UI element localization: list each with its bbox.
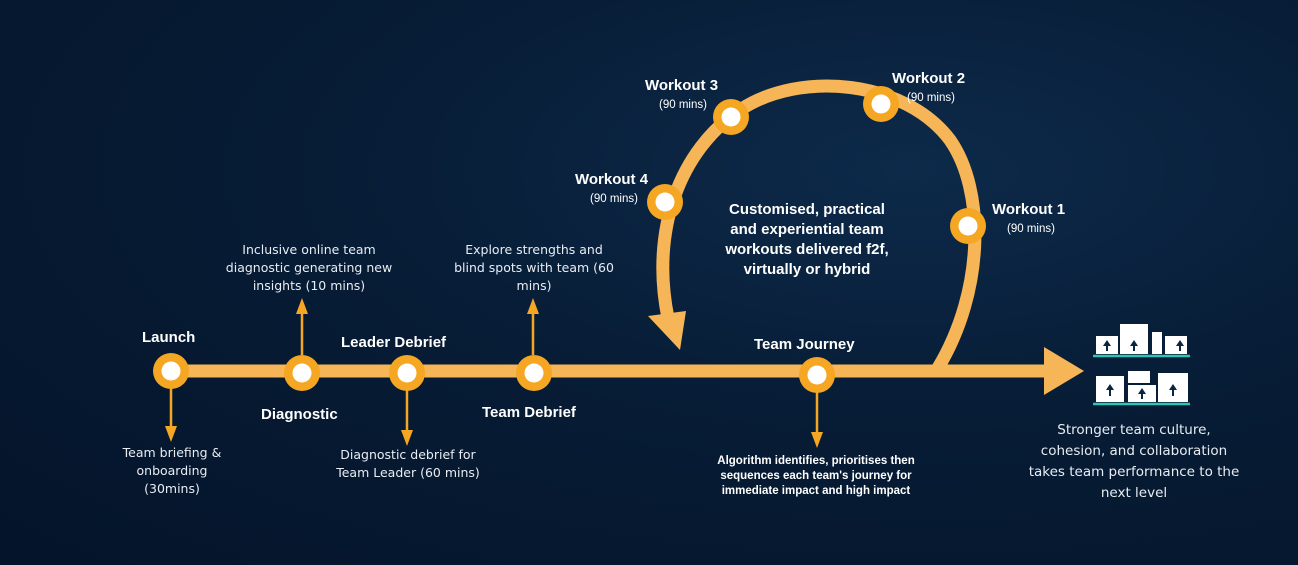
connector-leader-debrief <box>401 387 413 446</box>
node-leader-debrief <box>389 355 425 391</box>
node-launch <box>153 353 189 389</box>
connector-team-debrief <box>527 298 539 355</box>
team-debrief-title: Team Debrief <box>482 404 576 421</box>
team-journey-description: Algorithm identifies, prioritises then s… <box>717 455 915 497</box>
leader-debrief-title: Leader Debrief <box>341 334 447 351</box>
main-track-arrowhead <box>1044 347 1084 395</box>
outcome-description: Stronger team culture, cohesion, and col… <box>1028 422 1240 501</box>
loop-description: Customised, practical and experiential t… <box>725 201 889 278</box>
workout-1-duration: (90 mins) <box>1007 223 1055 235</box>
workout-1-title: Workout 1 <box>992 201 1066 218</box>
loop-arrowhead <box>648 311 686 350</box>
workout-3-duration: (90 mins) <box>659 99 707 111</box>
team-debrief-description: Explore strengths and blind spots with t… <box>454 242 614 293</box>
node-workout-4 <box>647 184 683 220</box>
diagnostic-title: Diagnostic <box>261 406 338 423</box>
node-workout-3 <box>713 99 749 135</box>
connector-diagnostic <box>296 298 308 355</box>
workout-4-title: Workout 4 <box>575 171 649 188</box>
boxes-icon <box>1093 324 1190 406</box>
workout-2-title: Workout 2 <box>892 70 966 87</box>
diagnostic-description: Inclusive online team diagnostic generat… <box>225 242 393 293</box>
node-team-debrief <box>516 355 552 391</box>
node-team-journey <box>799 357 835 393</box>
launch-description: Team briefing & onboarding (30mins) <box>122 445 222 496</box>
workout-4-duration: (90 mins) <box>590 193 638 205</box>
workout-3-title: Workout 3 <box>645 77 719 94</box>
leader-debrief-description: Diagnostic debrief for Team Leader (60 m… <box>336 447 480 480</box>
node-diagnostic <box>284 355 320 391</box>
connector-launch <box>165 387 177 442</box>
workout-2-duration: (90 mins) <box>907 92 955 104</box>
connector-team-journey <box>811 390 823 448</box>
node-workout-2 <box>863 86 899 122</box>
team-journey-title: Team Journey <box>754 336 855 353</box>
launch-title: Launch <box>142 329 196 346</box>
node-workout-1 <box>950 208 986 244</box>
